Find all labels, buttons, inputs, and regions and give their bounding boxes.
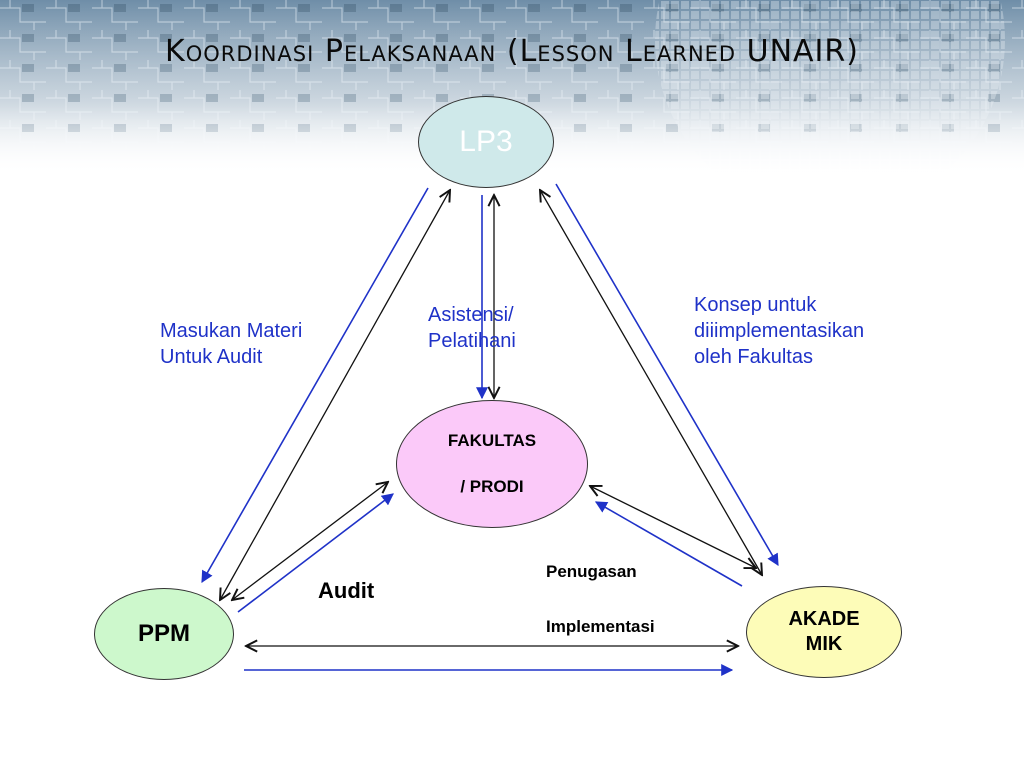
label-konsep-implementasi: Konsep untuk diiimplementasikan oleh Fak… [694, 294, 865, 368]
slide-title: Koordinasi Pelaksanaan (Lesson Learned U… [165, 34, 859, 69]
node-fakultas-prodi: FAKULTAS / PRODI [396, 400, 588, 528]
label-audit: Audit [318, 578, 375, 603]
label-masukan-materi: Masukan Materi Untuk Audit [160, 320, 303, 368]
node-fakultas-label-line1: FAKULTAS [447, 430, 537, 450]
arrow-akademik-to-fakultas-blue [594, 501, 743, 587]
label-implementasi: Implementasi [546, 617, 655, 636]
node-ppm: PPM [94, 588, 234, 680]
label-penugasan: Penugasan [546, 562, 637, 581]
node-akademik-label-line2: MIK [805, 633, 843, 655]
arrow-lp3-to-ppm-blue [201, 187, 429, 584]
node-akademik: AKADE MIK [746, 586, 902, 678]
node-fakultas-label-line2: / PRODI [460, 477, 524, 496]
node-akademik-label-line1: AKADE [788, 608, 860, 630]
circuit-banner-background [0, 0, 1024, 175]
arrow-ppm-fakultas-black [232, 482, 388, 600]
node-lp3: LP3 [418, 96, 554, 188]
label-asistensi-pelatihan: Asistensi/ Pelatihani [428, 304, 516, 352]
node-ppm-label: PPM [137, 620, 190, 647]
node-lp3-label: LP3 [459, 125, 513, 158]
arrow-lp3-to-akademik-blue [555, 183, 779, 567]
arrow-ppm-to-fakultas-blue [237, 493, 394, 613]
arrow-lp3-akademik-black [540, 190, 762, 575]
arrow-akademik-fakultas-black [590, 486, 756, 568]
